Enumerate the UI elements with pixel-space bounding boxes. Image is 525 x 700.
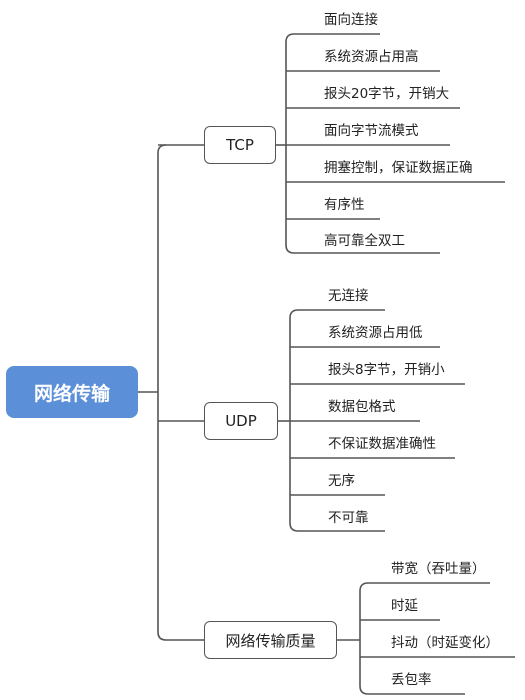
leaf-quality-2: 时延 (391, 598, 418, 614)
leaf-tcp-7: 高可靠全双工 (324, 233, 405, 249)
leaf-udp-2: 系统资源占用低 (328, 325, 423, 341)
leaf-quality-4: 丢包率 (391, 672, 432, 688)
leaf-tcp-5: 拥塞控制，保证数据正确 (324, 160, 473, 176)
branch-node-quality: 网络传输质量 (204, 621, 337, 659)
connector-trunk (157, 144, 167, 641)
leaf-udp-7: 不可靠 (328, 510, 369, 526)
branch-node-udp: UDP (204, 402, 278, 440)
branch-label: 网络传输质量 (225, 631, 316, 650)
leaf-udp-5: 不保证数据准确性 (328, 436, 436, 452)
leaf-tcp-6: 有序性 (324, 197, 365, 213)
leaf-tcp-3: 报头20字节，开销大 (324, 86, 450, 102)
leaf-udp-1: 无连接 (328, 288, 369, 304)
leaf-udp-6: 无序 (328, 473, 355, 489)
leaf-quality-1: 带宽（吞吐量） (391, 561, 486, 577)
leaf-quality-3: 抖动（时延变化） (391, 635, 499, 651)
leaf-tcp-2: 系统资源占用高 (324, 49, 419, 65)
leaf-tcp-4: 面向字节流模式 (324, 123, 419, 139)
leaf-udp-3: 报头8字节，开销小 (328, 362, 445, 378)
branch-label: UDP (225, 412, 257, 430)
root-label: 网络传输 (33, 382, 110, 405)
branch-label: TCP (226, 136, 254, 154)
branch-node-tcp: TCP (204, 126, 276, 164)
root-node: 网络传输 (6, 366, 138, 418)
leaf-tcp-1: 面向连接 (324, 12, 378, 28)
leaf-udp-4: 数据包格式 (328, 399, 396, 415)
